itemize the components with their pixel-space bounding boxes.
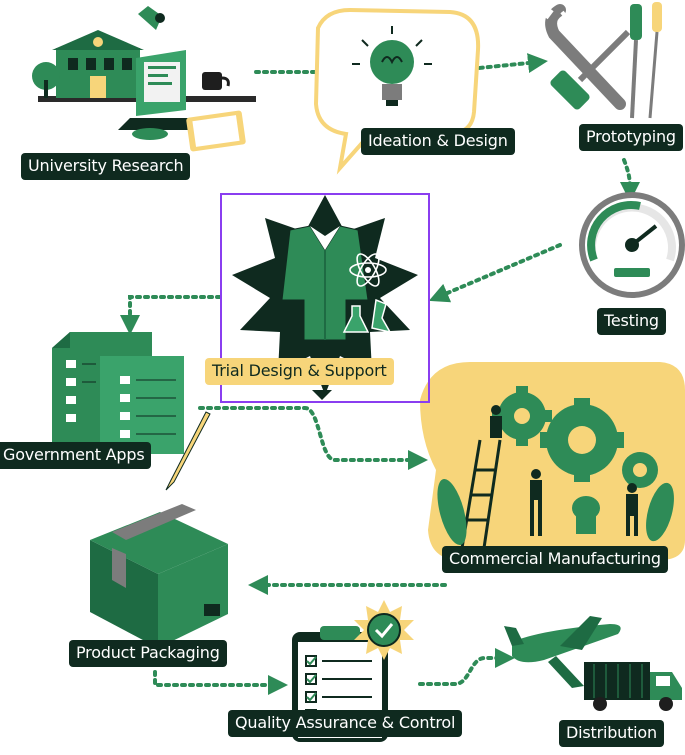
gears-icon	[420, 362, 685, 560]
arrow-prototyping-to-testing	[619, 158, 640, 202]
label-testing[interactable]: Testing	[597, 308, 666, 335]
lab-coat-icon	[232, 195, 418, 400]
box-icon	[90, 504, 228, 648]
label-university-research[interactable]: University Research	[21, 153, 191, 180]
label-distribution[interactable]: Distribution	[559, 720, 664, 747]
documents-icon	[52, 332, 211, 491]
plane-truck-icon	[504, 616, 682, 711]
campus-laptop-icon	[32, 6, 256, 152]
label-trial-design-support[interactable]: Trial Design & Support	[205, 358, 394, 385]
arrow-gov-to-manufacturing	[198, 406, 428, 470]
label-quality-assurance[interactable]: Quality Assurance & Control	[228, 710, 463, 737]
tools-icon	[544, 2, 662, 119]
arrow-trial-to-gov	[120, 295, 222, 335]
label-government-apps[interactable]: Government Apps	[0, 442, 152, 469]
label-ideation-design[interactable]: Ideation & Design	[361, 128, 515, 155]
label-prototyping[interactable]: Prototyping	[579, 124, 683, 151]
arrow-testing-to-trial	[428, 243, 562, 303]
arrow-qa-to-distribution	[418, 648, 515, 686]
arrow-packaging-to-qa	[153, 670, 288, 695]
label-product-packaging[interactable]: Product Packaging	[69, 640, 227, 667]
gauge-icon	[579, 192, 685, 298]
selection-outline	[220, 193, 430, 403]
label-commercial-manufacturing[interactable]: Commercial Manufacturing	[442, 546, 668, 573]
